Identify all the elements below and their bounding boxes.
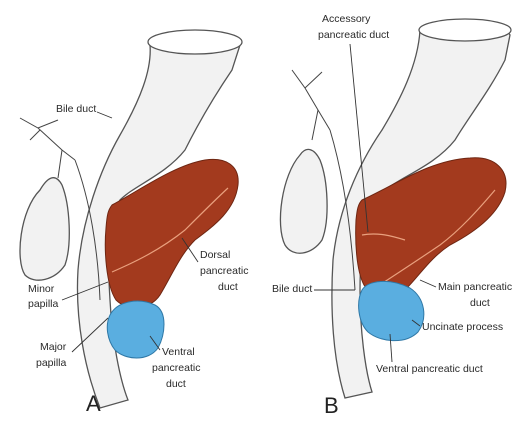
- label-ventral-duct-a-1: Ventral: [162, 346, 195, 358]
- ventral-pancreas-b: [359, 281, 424, 340]
- panel-b-letter: B: [324, 393, 339, 418]
- label-ventral-duct-a-3: duct: [166, 378, 186, 390]
- label-ventral-duct-b: Ventral pancreatic duct: [376, 363, 483, 375]
- label-major-papilla-2: papilla: [36, 357, 67, 369]
- gallbladder-a: [20, 178, 69, 281]
- label-main-duct-2: duct: [470, 297, 490, 309]
- gallbladder-b: [280, 149, 327, 253]
- panel-b: Accessory pancreatic duct Bile duct Main…: [272, 13, 512, 418]
- ventral-pancreas-a: [107, 301, 164, 358]
- hepatic-ducts-a: [20, 118, 75, 178]
- duodenum-opening-a: [148, 30, 242, 54]
- label-main-duct-1: Main pancreatic: [438, 281, 512, 293]
- label-accessory-duct-2: pancreatic duct: [318, 29, 389, 41]
- label-dorsal-duct-a-1: Dorsal: [200, 249, 230, 261]
- label-accessory-duct-1: Accessory: [322, 13, 371, 25]
- panel-a-letter: A: [86, 391, 101, 416]
- label-minor-papilla-2: papilla: [28, 298, 59, 310]
- label-major-papilla-1: Major: [40, 341, 67, 353]
- label-uncinate-process: Uncinate process: [422, 321, 503, 333]
- duodenum-opening-b: [419, 19, 511, 41]
- panel-a: Bile duct Dorsal pancreatic duct Minor p…: [20, 30, 248, 416]
- hepatic-ducts-b: [292, 70, 330, 140]
- label-bile-duct-b: Bile duct: [272, 283, 312, 295]
- label-bile-duct-a: Bile duct: [56, 103, 96, 115]
- label-dorsal-duct-a-2: pancreatic: [200, 265, 248, 277]
- label-dorsal-duct-a-3: duct: [218, 281, 238, 293]
- label-ventral-duct-a-2: pancreatic: [152, 362, 200, 374]
- label-minor-papilla-1: Minor: [28, 283, 55, 295]
